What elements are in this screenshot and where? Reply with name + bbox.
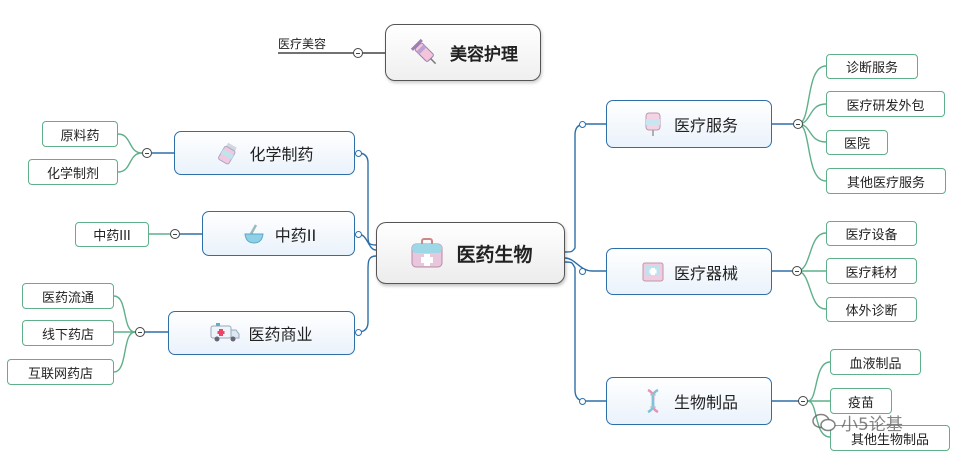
branch-medical-service[interactable]: 医疗服务 xyxy=(606,100,772,148)
branch-biological-products[interactable]: 生物制品 xyxy=(606,377,772,425)
medical-kit-icon xyxy=(408,234,446,272)
top-branch-label: 美容护理 xyxy=(450,45,518,65)
pill-bottle-icon xyxy=(215,140,241,166)
sub-node-api[interactable]: 原料药 xyxy=(42,121,118,147)
sub-node-diagnosis-service[interactable]: 诊断服务 xyxy=(826,54,918,79)
wechat-icon xyxy=(812,413,836,433)
iv-bag-icon xyxy=(640,111,666,137)
watermark-text: 小5论基 xyxy=(841,415,903,435)
branch-tcm[interactable]: 中药II xyxy=(202,211,355,256)
branch-label: 生物制品 xyxy=(673,393,738,412)
sub-node-hospital[interactable]: 医院 xyxy=(826,130,888,155)
branch-label: 医疗服务 xyxy=(673,116,738,135)
sub-node-chem-formulation[interactable]: 化学制剂 xyxy=(28,159,118,185)
branch-dot-commerce[interactable] xyxy=(355,329,362,336)
sub-node-ivd[interactable]: 体外诊断 xyxy=(826,297,917,322)
branch-label: 化学制药 xyxy=(249,145,314,164)
sub-label: 医院 xyxy=(843,137,870,152)
branch-dot-bio[interactable] xyxy=(579,398,586,405)
sub-label: 医疗研发外包 xyxy=(846,98,925,114)
collapse-toggle-device[interactable] xyxy=(792,266,802,276)
sub-node-medical-equipment[interactable]: 医疗设备 xyxy=(826,221,917,246)
branch-chemical-pharma[interactable]: 化学制药 xyxy=(174,131,355,175)
sub-label: 医药流通 xyxy=(41,290,94,306)
branch-pharma-commerce[interactable]: 医药商业 xyxy=(168,311,355,355)
sub-label: 化学制剂 xyxy=(46,166,99,182)
sub-node-tcm3[interactable]: 中药III xyxy=(75,222,149,247)
branch-dot-service[interactable] xyxy=(579,121,586,128)
sub-node-distribution[interactable]: 医药流通 xyxy=(22,283,114,309)
sub-node-cro[interactable]: 医疗研发外包 xyxy=(826,91,945,117)
collapse-toggle-bio[interactable] xyxy=(798,396,808,406)
sub-node-other-medical-service[interactable]: 其他医疗服务 xyxy=(826,168,946,194)
collapse-toggle-service[interactable] xyxy=(793,119,803,129)
branch-label: 中药II xyxy=(274,225,317,245)
sub-node-vaccine[interactable]: 疫苗 xyxy=(830,388,892,414)
dna-icon xyxy=(640,388,666,414)
mortar-pestle-icon xyxy=(241,221,267,247)
branch-dot-chem[interactable] xyxy=(355,150,362,157)
branch-label: 医药商业 xyxy=(248,325,313,344)
sub-node-blood-products[interactable]: 血液制品 xyxy=(830,349,921,375)
watermark: 小5论基 xyxy=(812,410,903,435)
ambulance-icon xyxy=(210,320,240,346)
branch-dot-tcm[interactable] xyxy=(355,231,362,238)
sub-label: 互联网药店 xyxy=(27,366,93,382)
sub-label: 医疗设备 xyxy=(845,228,898,243)
sub-label: 线下药店 xyxy=(41,327,94,343)
sub-node-medical-consumables[interactable]: 医疗耗材 xyxy=(826,258,917,284)
syringe-icon xyxy=(408,36,442,70)
sub-label: 诊断服务 xyxy=(845,61,898,76)
sub-label: 血液制品 xyxy=(849,356,902,372)
sub-label: 中药III xyxy=(93,229,131,244)
collapse-toggle-commerce[interactable] xyxy=(135,327,145,337)
sub-label: 医疗耗材 xyxy=(845,265,898,281)
sub-label: 疫苗 xyxy=(847,395,874,411)
collapse-toggle-chem[interactable] xyxy=(142,148,152,158)
sub-label: 其他生物制品 xyxy=(850,432,929,448)
sub-label: 原料药 xyxy=(60,128,100,144)
sub-node-offline-pharmacy[interactable]: 线下药店 xyxy=(22,320,114,346)
sub-label: 其他医疗服务 xyxy=(846,175,925,191)
central-label: 医药生物 xyxy=(456,243,533,266)
collapse-toggle-tcm[interactable] xyxy=(170,229,180,239)
sub-node-other-bio[interactable]: 其他生物制品 xyxy=(830,425,950,451)
sub-node-online-pharmacy[interactable]: 互联网药店 xyxy=(7,359,114,385)
branch-medical-device[interactable]: 医疗器械 xyxy=(606,248,772,295)
central-node[interactable]: 医药生物 xyxy=(376,222,565,284)
sub-label: 体外诊断 xyxy=(845,304,898,319)
medical-box-icon xyxy=(640,259,666,285)
branch-dot-device[interactable] xyxy=(579,268,586,275)
top-branch-node[interactable]: 美容护理 xyxy=(385,24,541,81)
branch-label: 医疗器械 xyxy=(673,263,738,283)
top-branch-child[interactable]: 医疗美容 xyxy=(278,37,327,51)
collapse-toggle-top[interactable] xyxy=(353,48,363,58)
